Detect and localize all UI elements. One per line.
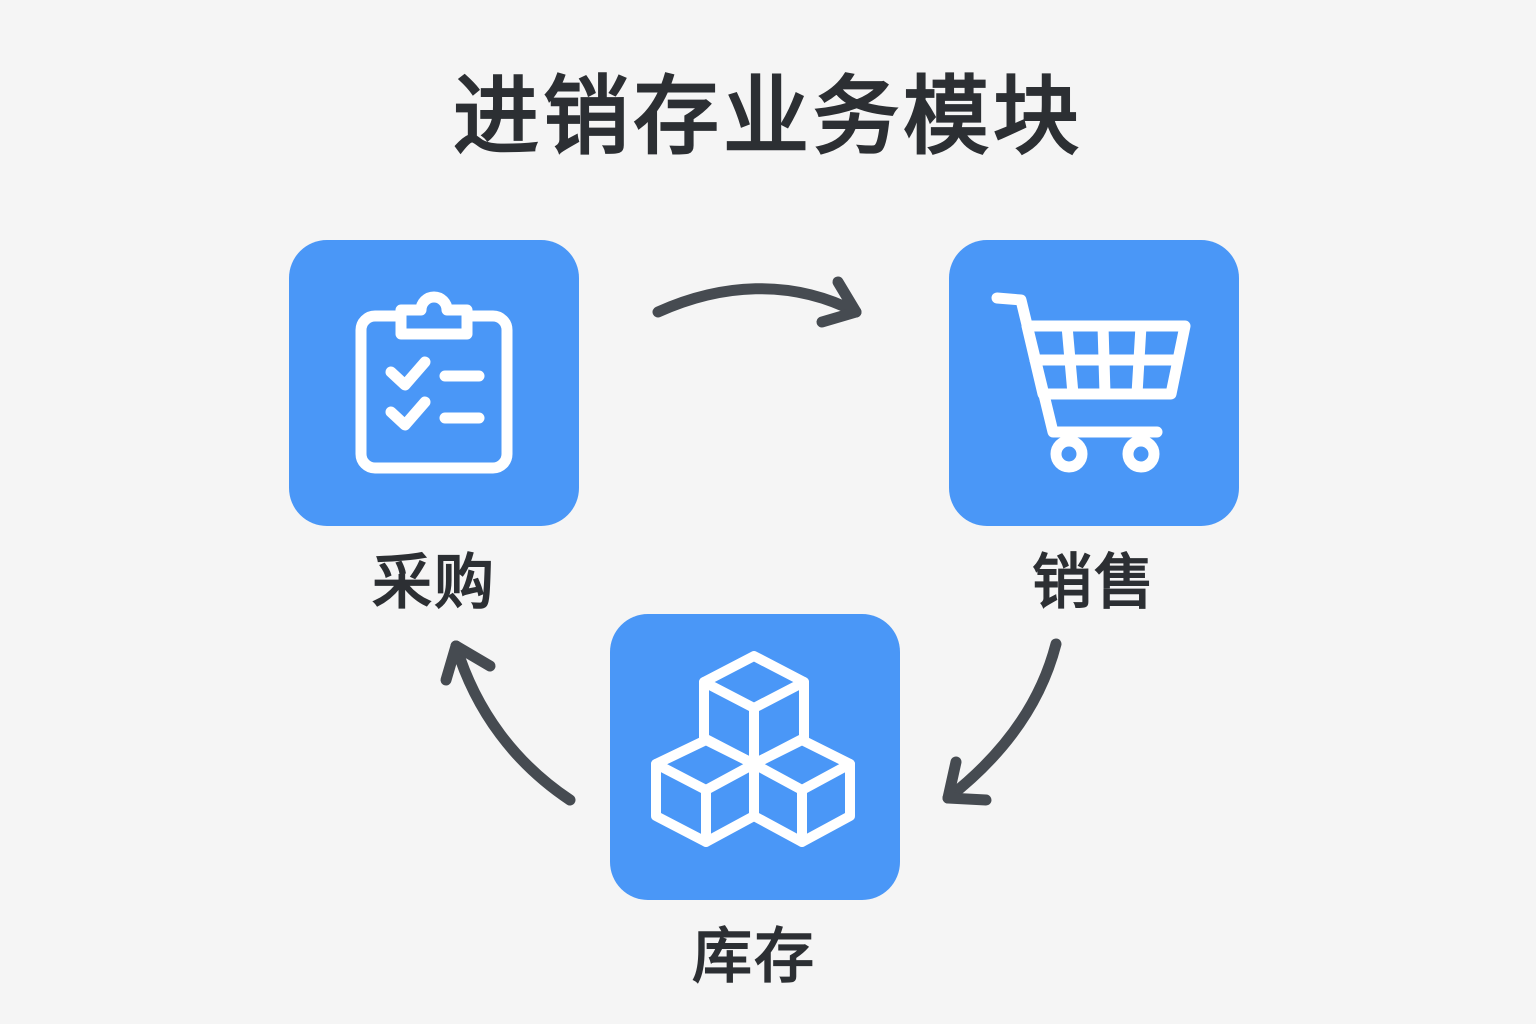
arrow-purchase-to-sales (652, 283, 862, 318)
stacked-boxes-icon (651, 651, 855, 847)
purchase-label: 采购 (372, 548, 496, 618)
sales-module-tile (949, 240, 1239, 526)
purchase-module-tile (289, 240, 579, 526)
arrow-stock-to-purchase-head (440, 640, 496, 686)
stock-module-tile (610, 614, 900, 900)
arrow-stock-to-purchase (450, 640, 576, 806)
arrow-purchase-to-sales-head (816, 276, 862, 328)
sales-label: 销售 (1032, 548, 1156, 618)
arrow-sales-to-stock-head (942, 756, 992, 806)
clipboard-checklist-icon (355, 291, 513, 474)
diagram-title: 进销存业务模块 (453, 67, 1083, 167)
shopping-cart-icon (991, 292, 1191, 473)
stock-label: 库存 (692, 922, 816, 992)
arrow-sales-to-stock (942, 638, 1062, 804)
